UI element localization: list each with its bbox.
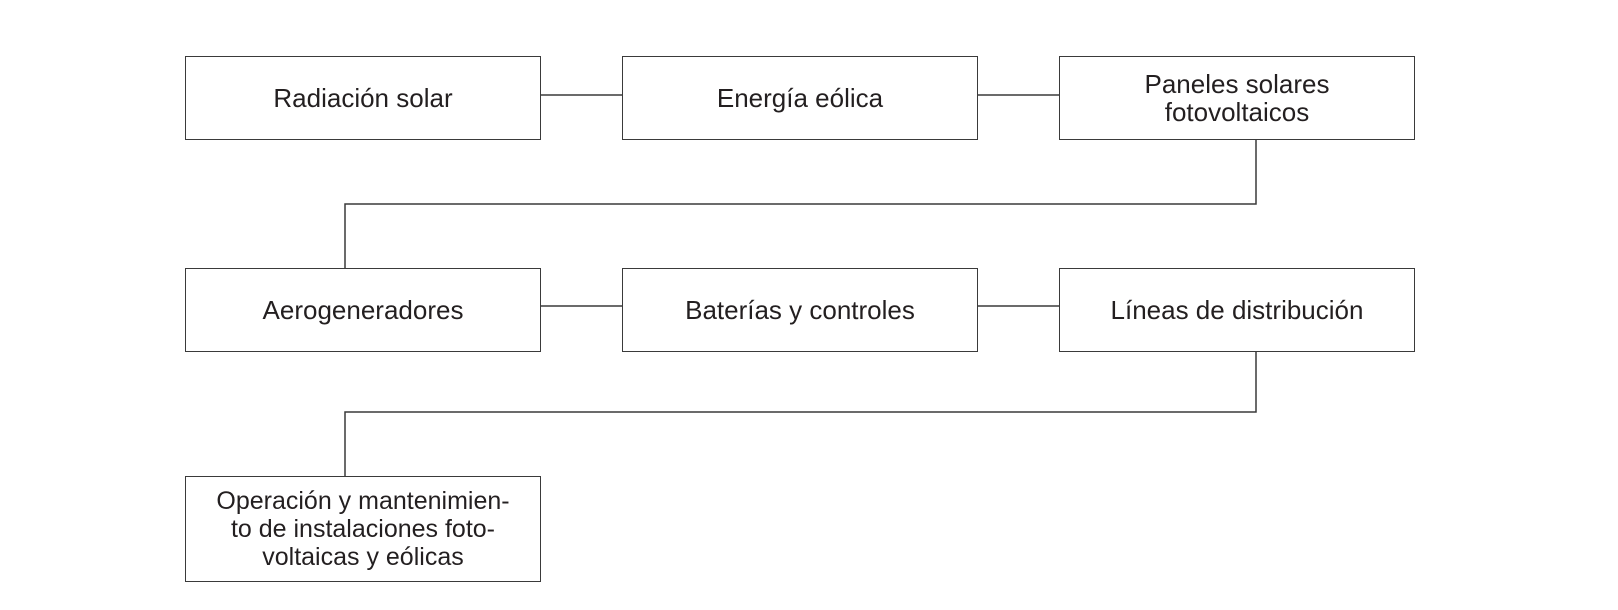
node-paneles-solares: Paneles solares fotovoltaicos (1059, 56, 1415, 140)
node-lineas-distribucion: Líneas de distribución (1059, 268, 1415, 352)
node-label: Operación y mantenimien- to de instalaci… (216, 487, 510, 571)
node-label: Baterías y controles (685, 295, 915, 325)
node-aerogeneradores: Aerogeneradores (185, 268, 541, 352)
edge-lineas-operacion (344, 350, 1257, 476)
node-label: Energía eólica (716, 83, 884, 113)
node-label: Líneas de distribución (1110, 295, 1364, 325)
node-label: Paneles solares fotovoltaicos (1144, 69, 1330, 127)
node-radiacion-solar: Radiación solar (185, 56, 541, 140)
node-baterias: Baterías y controles (622, 268, 978, 352)
node-operacion: Operación y mantenimien- to de instalaci… (185, 476, 541, 582)
node-label: Aerogeneradores (262, 295, 464, 325)
node-label: Radiación solar (273, 83, 453, 113)
node-energia-eolica: Energía eólica (622, 56, 978, 140)
edge-paneles-aerogeneradores (344, 140, 1257, 268)
